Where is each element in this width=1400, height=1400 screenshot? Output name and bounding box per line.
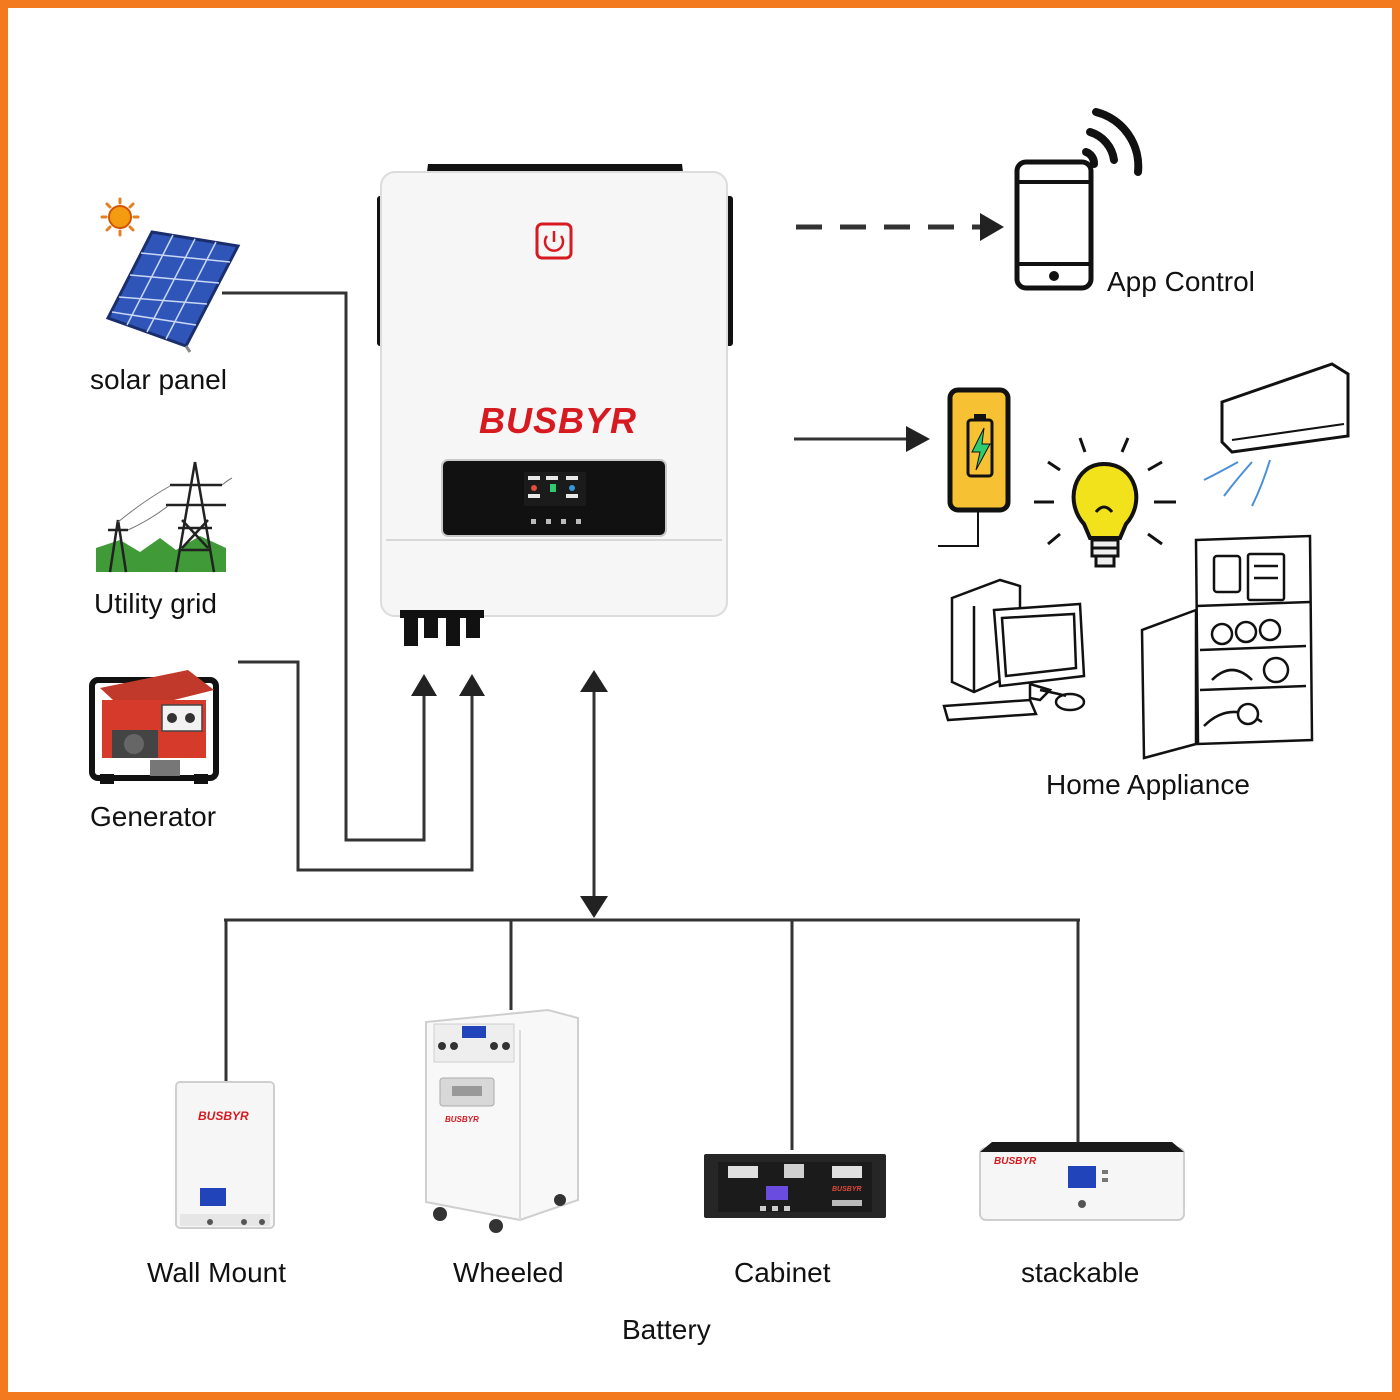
battery-up-arrow xyxy=(580,670,608,692)
inverter-unit xyxy=(377,164,733,646)
generator-input-arrow xyxy=(459,674,485,696)
solar-panel-label: solar panel xyxy=(90,364,227,395)
generator-to-inverter-line xyxy=(238,660,474,872)
air-conditioner-icon xyxy=(1203,362,1350,507)
appliance-arrow-head xyxy=(906,426,930,452)
stackable-label: stackable xyxy=(1021,1257,1139,1288)
sun-icon xyxy=(100,197,140,237)
wall-mount-battery xyxy=(175,1081,275,1229)
battery-title: Battery xyxy=(622,1314,711,1345)
light-bulb-icon xyxy=(1034,437,1176,568)
generator-icon xyxy=(89,670,219,784)
solar-to-inverter-line xyxy=(222,291,426,842)
app-control-label: App Control xyxy=(1107,266,1255,297)
wall-mount-brand-logo: BUSBYR xyxy=(198,1109,249,1123)
cabinet-battery xyxy=(704,1154,886,1218)
refrigerator-icon xyxy=(1140,534,1314,760)
smartphone-wifi-icon xyxy=(1014,108,1143,291)
wheeled-label: Wheeled xyxy=(453,1257,564,1288)
power-button-icon[interactable] xyxy=(535,222,573,260)
battery-type-labels: Wall Mount Wheeled Cabinet stackable Bat… xyxy=(147,1257,1139,1345)
power-tower-icon xyxy=(96,461,233,573)
stackable-brand-logo: BUSBYR xyxy=(994,1156,1037,1167)
cabinet-brand-logo: BUSBYR xyxy=(832,1186,862,1193)
stackable-battery xyxy=(979,1142,1185,1221)
solar-input-arrow xyxy=(411,674,437,696)
home-appliance-label: Home Appliance xyxy=(1046,769,1250,800)
wheeled-brand-logo: BUSBYR xyxy=(445,1115,479,1124)
wall-mount-label: Wall Mount xyxy=(147,1257,286,1288)
wheeled-battery xyxy=(425,1008,579,1233)
app-arrow-head xyxy=(980,213,1004,241)
battery-down-arrow xyxy=(580,896,608,918)
inverter-terminals xyxy=(400,610,484,646)
utility-grid-label: Utility grid xyxy=(94,588,217,619)
computer-icon xyxy=(942,578,1086,722)
solar-panel-icon xyxy=(100,197,241,353)
cabinet-label: Cabinet xyxy=(734,1257,831,1288)
phone-charging-icon xyxy=(938,387,1011,547)
generator-label: Generator xyxy=(90,801,216,832)
inverter-brand-logo: BUSBYR xyxy=(479,400,638,441)
inverter-display xyxy=(441,459,667,537)
connection-lines xyxy=(222,213,1080,1150)
